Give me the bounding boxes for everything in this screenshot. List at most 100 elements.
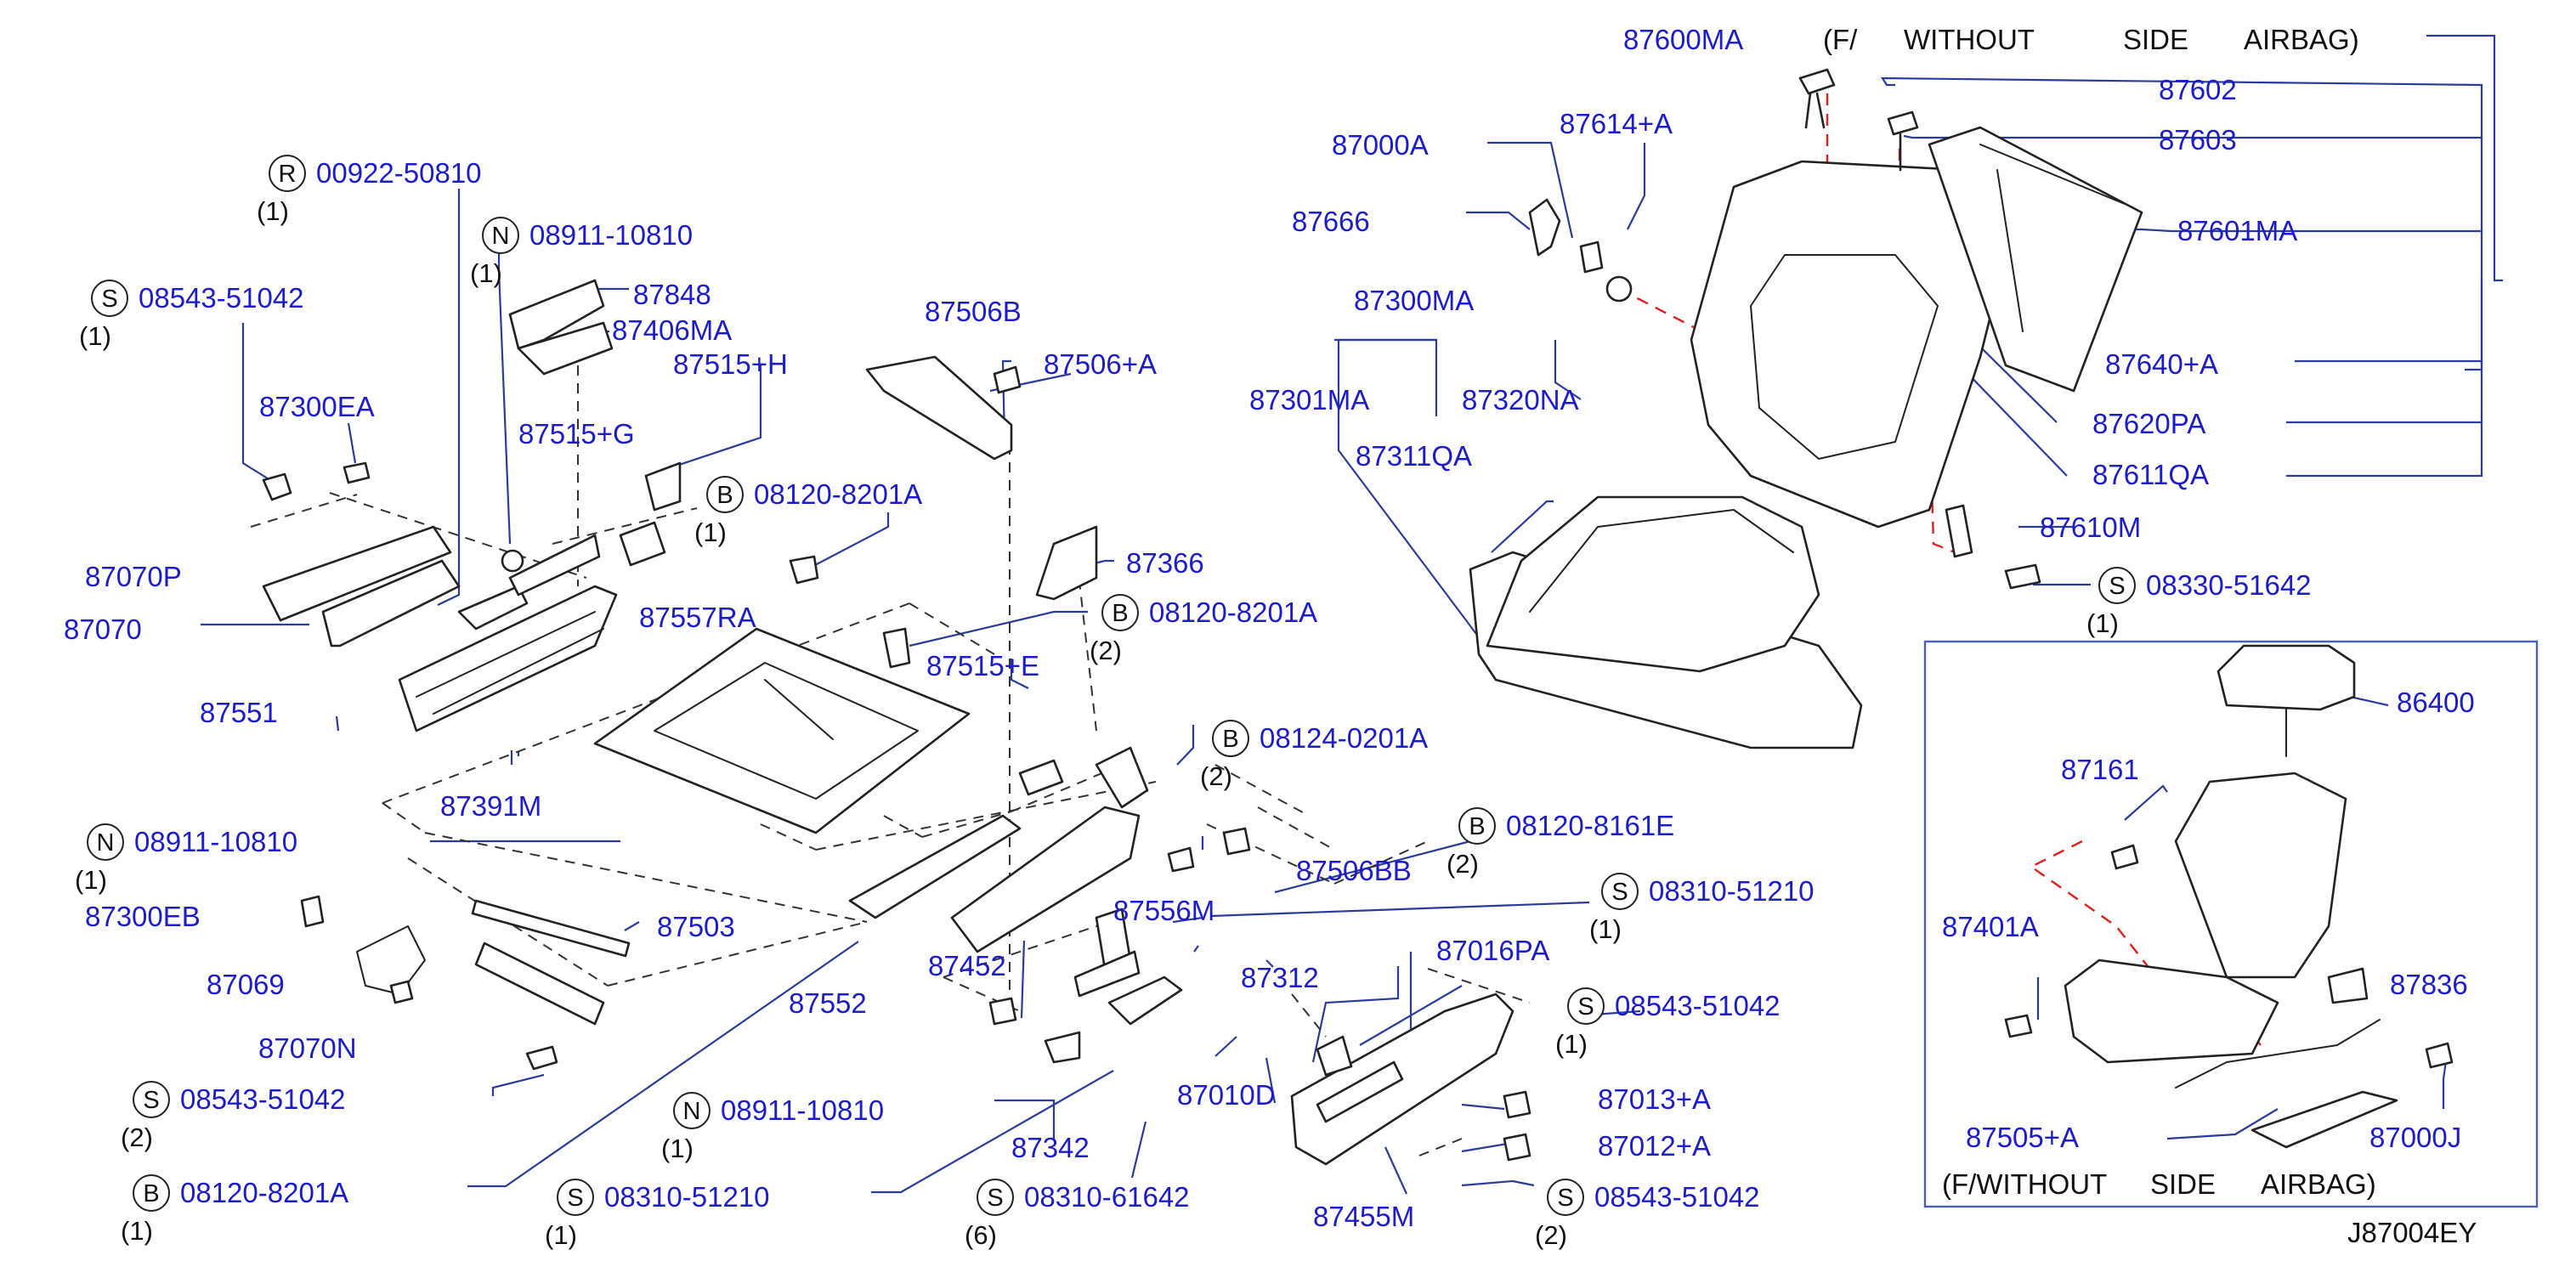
part-number[interactable]: 87614+A [1560,108,1673,139]
part-label-p87300EB[interactable]: 87300EB [85,901,201,932]
part-label-p87614A[interactable]: 87614+A [1560,108,1673,139]
part-number[interactable]: 87556M [1113,895,1214,926]
part-label-p87515G[interactable]: 87515+G [518,418,635,450]
part-label-p87010D[interactable]: 87010D [1177,1079,1276,1111]
part-number[interactable]: 87506+A [1044,348,1157,380]
part-number[interactable]: 87452 [928,950,1006,981]
part-number[interactable]: 08911-10810 [721,1094,884,1126]
part-label-p87666[interactable]: 87666 [1292,206,1370,237]
part-label-p87070[interactable]: 87070 [64,614,142,645]
part-number[interactable]: 87312 [1241,962,1319,993]
part-number[interactable]: 08330-51642 [2146,569,2312,601]
part-number[interactable]: 87611QA [2092,459,2209,490]
part-label-p87611QA[interactable]: 87611QA [2092,459,2209,490]
part-number[interactable]: 87848 [633,279,711,310]
part-number[interactable]: 87455M [1313,1201,1414,1232]
part-number[interactable]: 87557RA [639,602,756,633]
part-number[interactable]: 87070N [258,1032,357,1064]
note-top-part-number[interactable]: 87600MA [1623,24,1743,55]
part-number[interactable]: 00922-50810 [316,157,482,189]
part-number[interactable]: 87070 [64,614,142,645]
part-label-p87452[interactable]: 87452 [928,950,1006,981]
part-label-p87013A[interactable]: 87013+A [1598,1083,1711,1115]
part-label-p87069[interactable]: 87069 [207,969,285,1000]
part-label-p87016PA[interactable]: 87016PA [1436,935,1549,966]
part-number[interactable]: 87640+A [2105,348,2218,380]
part-label-p87602[interactable]: 87602 [2159,74,2237,105]
part-label-p87640A[interactable]: 87640+A [2105,348,2218,380]
part-number[interactable]: 87069 [207,969,285,1000]
part-number[interactable]: 87551 [200,697,278,728]
part-number[interactable]: 87406MA [612,314,732,346]
part-number[interactable]: 87300MA [1354,285,1474,316]
part-label-p87506BB[interactable]: 87506BB [1296,855,1412,886]
part-label-p87300MA[interactable]: 87300MA [1354,285,1474,316]
part-number[interactable]: 87506BB [1296,855,1412,886]
part-number[interactable]: 87620PA [2092,408,2205,439]
part-number[interactable]: 08543-51042 [1594,1181,1760,1213]
part-number[interactable]: 08120-8201A [1149,597,1317,628]
part-number[interactable]: 08120-8201A [180,1177,348,1208]
part-number[interactable]: 08310-51210 [604,1181,770,1213]
part-label-p87366[interactable]: 87366 [1126,547,1204,579]
part-number[interactable]: 87016PA [1436,935,1549,966]
part-number[interactable]: 87366 [1126,547,1204,579]
part-label-p87557RA[interactable]: 87557RA [639,602,756,633]
part-number[interactable]: 87320NA [1462,384,1579,416]
part-number[interactable]: 87391M [440,790,541,822]
part-number[interactable]: 87515+G [518,418,635,450]
part-number[interactable]: 87013+A [1598,1083,1711,1115]
part-number[interactable]: 08310-51210 [1649,875,1815,907]
part-number[interactable]: 87000A [1332,129,1429,161]
part-label-p86400[interactable]: 86400 [2397,687,2475,718]
part-number[interactable]: 87401A [1942,911,2039,942]
part-label-p87515E[interactable]: 87515+E [926,650,1039,681]
part-number[interactable]: 08310-61642 [1024,1181,1190,1213]
part-number[interactable]: 87010D [1177,1079,1276,1111]
part-number[interactable]: 87552 [789,987,867,1019]
part-label-p87610M[interactable]: 87610M [2040,512,2141,543]
part-number[interactable]: 87000J [2369,1122,2461,1153]
part-label-p87000J[interactable]: 87000J [2369,1122,2461,1153]
part-number[interactable]: 08124-0201A [1260,722,1428,754]
part-label-p87506A[interactable]: 87506+A [1044,348,1157,380]
part-number[interactable]: 87301MA [1249,384,1369,416]
part-number[interactable]: 87505+A [1966,1122,2079,1153]
part-label-p87551[interactable]: 87551 [200,697,278,728]
part-label-p87312[interactable]: 87312 [1241,962,1319,993]
part-label-p87300EA[interactable]: 87300EA [259,391,375,422]
part-label-p87320NA[interactable]: 87320NA [1462,384,1579,416]
part-label-p87506B[interactable]: 87506B [925,296,1022,327]
part-label-p87556M[interactable]: 87556M [1113,895,1214,926]
part-label-p87000A[interactable]: 87000A [1332,129,1429,161]
part-label-p87342[interactable]: 87342 [1011,1132,1090,1163]
part-number[interactable]: 87012+A [1598,1130,1711,1162]
part-number[interactable]: 87070P [85,561,182,592]
part-label-p87503[interactable]: 87503 [657,911,735,942]
part-label-p87601MA[interactable]: 87601MA [2177,215,2297,246]
part-label-p87603[interactable]: 87603 [2159,124,2237,156]
part-number[interactable]: 08120-8201A [754,478,922,510]
part-number[interactable]: 87601MA [2177,215,2297,246]
part-label-p87620PA[interactable]: 87620PA [2092,408,2205,439]
part-number[interactable]: 87666 [1292,206,1370,237]
part-number[interactable]: 87602 [2159,74,2237,105]
part-number[interactable]: 08543-51042 [139,282,304,314]
part-label-p87070N[interactable]: 87070N [258,1032,357,1064]
part-label-p87406MA[interactable]: 87406MA [612,314,732,346]
part-number[interactable]: 87161 [2061,754,2139,785]
part-label-p87161[interactable]: 87161 [2061,754,2139,785]
